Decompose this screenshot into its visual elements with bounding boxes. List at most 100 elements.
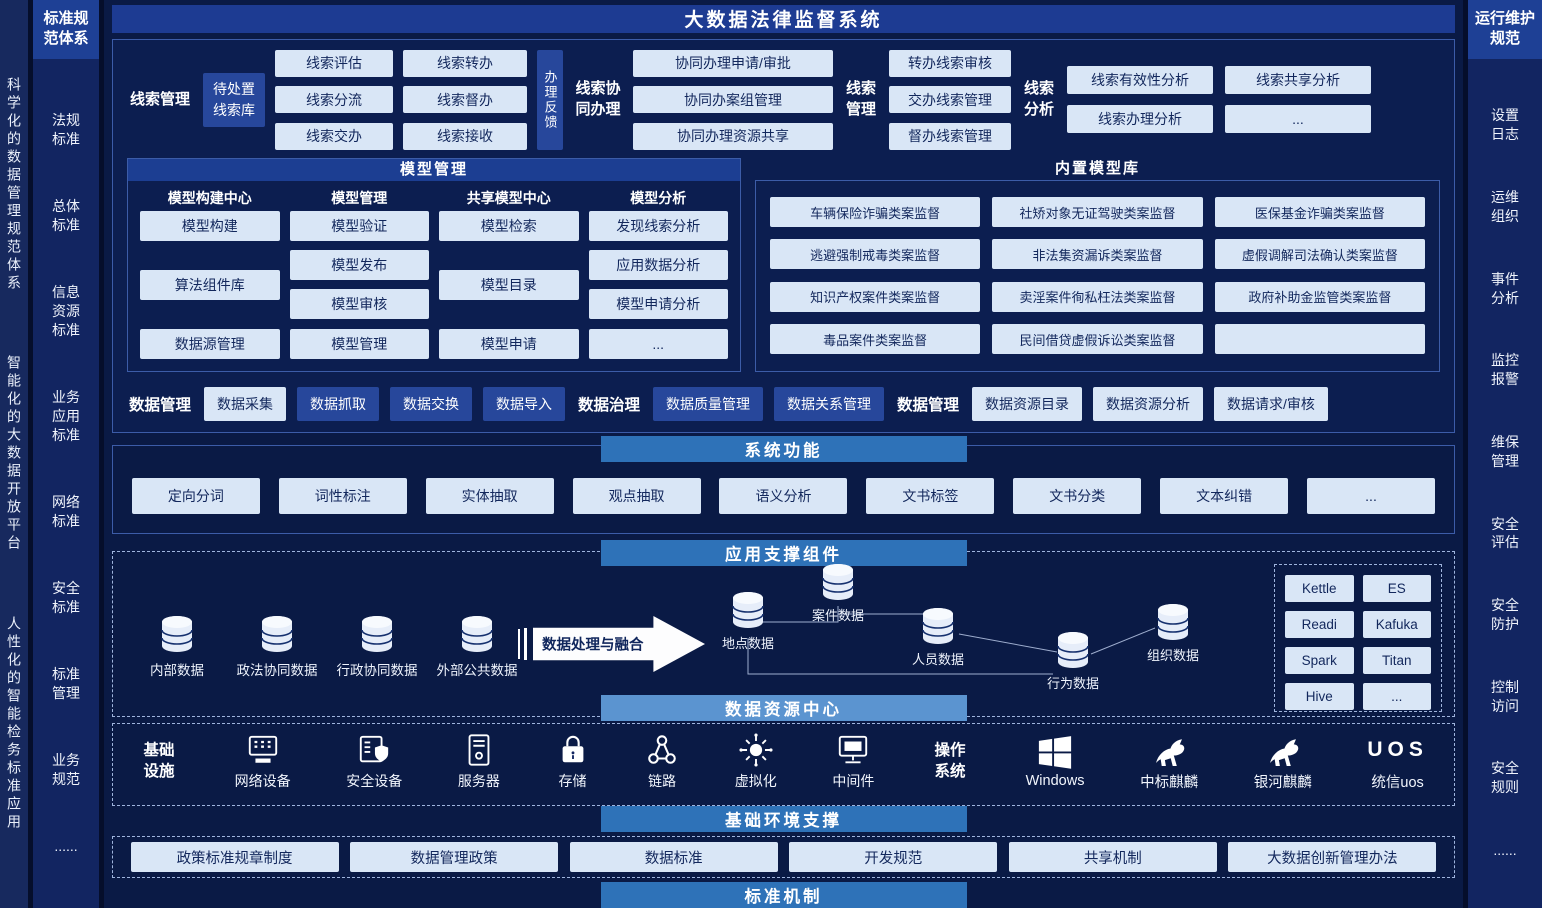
library-box: 虚假调解司法确认类案监督 — [1214, 239, 1425, 270]
library-box: 毒品案件类案监督 — [770, 324, 981, 355]
virtualization-icon — [738, 732, 773, 767]
clue-collab-label: 线索协同办理 — [575, 80, 621, 118]
database-icon — [161, 614, 193, 653]
os-windows: Windows — [1026, 734, 1084, 789]
tech-item: Spark — [1285, 646, 1354, 674]
model-box: 模型发布 — [289, 250, 429, 281]
database-icon — [822, 563, 854, 601]
data-resource-center-header: 数据资源中心 — [600, 695, 967, 722]
storage-icon — [561, 735, 584, 764]
arrow-speed-marks — [524, 627, 528, 661]
standards-item: 业务应用标准 — [52, 388, 80, 443]
device-network: 网络设备 — [235, 733, 291, 791]
function-box: ... — [1307, 478, 1436, 515]
fused-node: 人员数据 — [902, 606, 974, 668]
library-box: 医保基金诈骗类案监督 — [1214, 197, 1425, 228]
model-box: 模型申请 — [439, 328, 579, 359]
model-columns: 模型构建中心 模型构建算法组件库数据源管理 模型管理 模型验证模型发布模型审核模… — [128, 181, 740, 371]
model-box: ... — [588, 328, 728, 359]
tech-item: Titan — [1362, 646, 1431, 674]
clue-column-1: 线索评估线索分流线索交办 — [275, 49, 393, 150]
model-column-build: 模型构建中心 模型构建算法组件库数据源管理 — [140, 185, 280, 359]
standards-item: 信息资源标准 — [52, 283, 80, 338]
function-box: 文书分类 — [1013, 478, 1142, 515]
operations-item: 设置日志 — [1491, 107, 1519, 143]
tech-item: Kettle — [1285, 574, 1354, 602]
kylin-horse-icon — [1269, 738, 1298, 766]
pending-clue-box: 待处置线索库 — [203, 72, 265, 127]
manage2-box: 督办线索管理 — [889, 122, 1011, 150]
manage2-box: 交办线索管理 — [889, 86, 1011, 114]
model-box: 应用数据分析 — [588, 250, 728, 281]
clue-box: 线索交办 — [275, 122, 393, 150]
os-label: 操作系统 — [934, 741, 966, 780]
kylin-horse-icon — [1156, 738, 1185, 766]
data-mgmt-item: 数据采集 — [204, 386, 287, 421]
database-icon — [922, 607, 954, 645]
standards-item: ...... — [54, 837, 78, 854]
data-mgmt-item: 数据治理 — [578, 396, 641, 414]
policy-box: 数据管理政策 — [350, 842, 559, 873]
page-title: 大数据法律监督系统 — [112, 5, 1455, 33]
model-management-header: 模型管理 — [128, 158, 740, 181]
source-data-item: 内部数据 — [129, 614, 225, 679]
middleware-icon — [839, 735, 868, 764]
model-library-grid: 车辆保险诈骗类案监督社矫对象无证驾驶类案监督医保基金诈骗类案监督逃避强制戒毒类案… — [755, 179, 1440, 372]
standards-item: 法规标准 — [52, 111, 80, 147]
clue-box: 线索评估 — [275, 49, 393, 77]
function-box: 词性标注 — [278, 478, 407, 515]
fused-node: 行为数据 — [1037, 630, 1109, 692]
operations-item: 事件分析 — [1491, 270, 1519, 306]
operations-item: ...... — [1493, 842, 1517, 859]
model-column-manage: 模型管理 模型验证模型发布模型审核模型管理 — [289, 185, 429, 359]
operations-item: 控制访问 — [1491, 678, 1519, 714]
analysis-box: 线索有效性分析 — [1067, 66, 1213, 95]
policy-box: 开发规范 — [789, 842, 998, 873]
tech-item: ES — [1362, 574, 1431, 602]
operations-sidebar: 运行维护规范 设置日志运维组织事件分析监控报警维保管理安全评估安全防护控制访问安… — [1468, 0, 1542, 908]
function-box: 实体抽取 — [425, 478, 554, 515]
function-box: 语义分析 — [719, 478, 848, 515]
vertical-phrase: 人性化的智能检务标准应用 — [6, 615, 22, 832]
database-icon — [732, 591, 764, 629]
standards-item: 网络标准 — [52, 493, 80, 529]
operations-item: 运维组织 — [1491, 189, 1519, 224]
operations-item: 安全防护 — [1491, 597, 1519, 633]
fusion-arrow: 数据处理与融合 — [524, 616, 705, 672]
vertical-phrase: 科学化的数据管理规范体系 — [6, 76, 22, 293]
supervision-panel: 线索管理 待处置线索库 线索评估线索分流线索交办 线索转办线索督办线索接收 办理… — [112, 38, 1455, 433]
database-icon — [1057, 631, 1089, 669]
security-device-icon — [360, 735, 390, 763]
standards-item: 安全标准 — [52, 579, 80, 615]
uos-logo: UOS — [1367, 737, 1428, 761]
facility-label: 基础设施 — [143, 741, 175, 780]
model-box: 模型申请分析 — [588, 289, 728, 320]
policy-box: 政策标准规章制度 — [130, 842, 339, 873]
device-server: 服务器 — [458, 733, 500, 791]
data-mgmt-item: 数据管理 — [129, 396, 192, 414]
data-mgmt-item: 数据抓取 — [297, 386, 380, 421]
data-mgmt-item: 数据资源目录 — [972, 386, 1083, 421]
operations-item: 安全规则 — [1491, 760, 1519, 796]
database-icon — [261, 614, 293, 653]
fused-node: 案件数据 — [802, 562, 874, 624]
clue-box: 线索督办 — [403, 86, 527, 114]
os-neokylin: 中标麒麟 — [1140, 732, 1198, 792]
policy-box: 数据标准 — [569, 842, 778, 873]
model-box: 模型验证 — [289, 210, 429, 241]
model-box: 算法组件库 — [140, 269, 280, 300]
standards-sidebar: 标准规范体系 法规标准总体标准信息资源标准业务应用标准网络标准安全标准标准管理业… — [33, 0, 99, 908]
operations-list: 设置日志运维组织事件分析监控报警维保管理安全评估安全防护控制访问安全规则....… — [1468, 59, 1542, 908]
system-functions-section: 系统功能 定向分词词性标注实体抽取观点抽取语义分析文书标签文书分类文本纠错... — [112, 435, 1455, 534]
clue-column-2: 线索转办线索督办线索接收 — [403, 49, 527, 150]
device-storage: 存储 — [556, 733, 590, 791]
tech-item: Hive — [1285, 682, 1354, 710]
library-box: 社矫对象无证驾驶类案监督 — [992, 197, 1203, 228]
vertical-phrase: 智能化的大数据开放平台 — [6, 355, 22, 553]
model-column-share: 共享模型中心 模型检索模型目录模型申请 — [439, 185, 579, 359]
source-data-group: 内部数据 政法协同数据 行政协同数据 外部公共数据 — [129, 614, 525, 679]
data-mgmt-item: 数据质量管理 — [653, 386, 764, 421]
tech-item: Readi — [1285, 610, 1354, 638]
policy-box: 共享机制 — [1008, 842, 1217, 873]
